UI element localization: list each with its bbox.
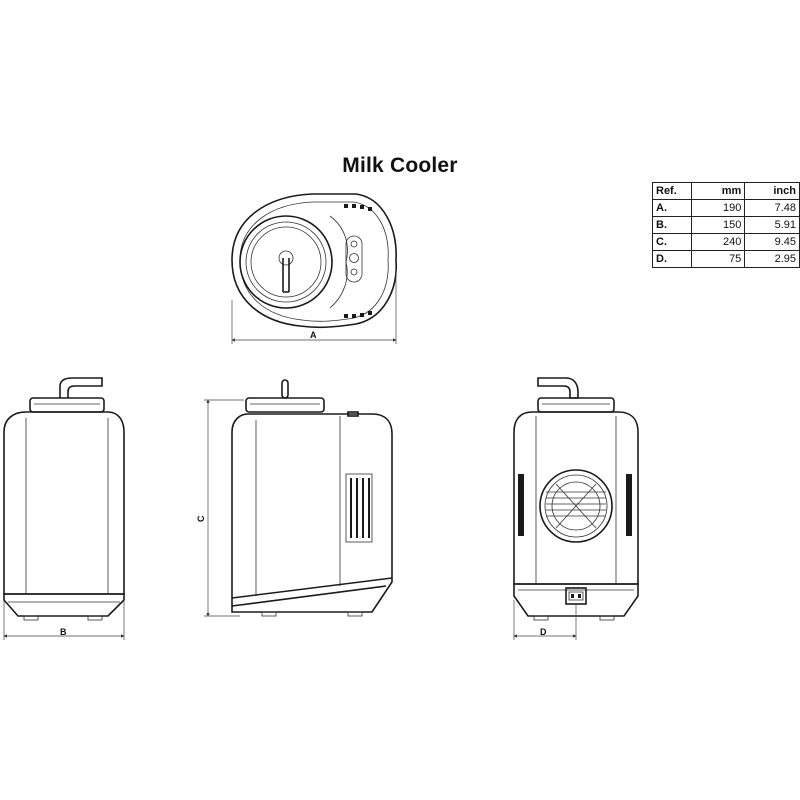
dimension-a-label: A [310, 330, 317, 340]
top-view: A [231, 193, 397, 344]
header-mm: mm [690, 182, 746, 200]
table-row: D. 75 2.95 [652, 250, 800, 268]
table-row: C. 240 9.45 [652, 233, 800, 251]
row-inch: 9.45 [744, 233, 800, 251]
row-mm: 190 [690, 199, 746, 217]
table-row: B. 150 5.91 [652, 216, 800, 234]
dimension-b-label: B [60, 627, 67, 637]
row-mm: 75 [690, 250, 746, 268]
table-header-row: Ref. mm inch [652, 182, 800, 200]
diagram-title: Milk Cooler [342, 154, 458, 177]
front-view: B [3, 377, 125, 640]
dimensions-table: Ref. mm inch A. 190 7.48 B. 150 5.91 C. … [652, 182, 800, 268]
dimension-d-label: D [540, 627, 547, 637]
rear-view: D [513, 377, 639, 640]
dimension-c-label: C [196, 515, 206, 522]
row-inch: 2.95 [744, 250, 800, 268]
side-view: C [196, 379, 393, 617]
